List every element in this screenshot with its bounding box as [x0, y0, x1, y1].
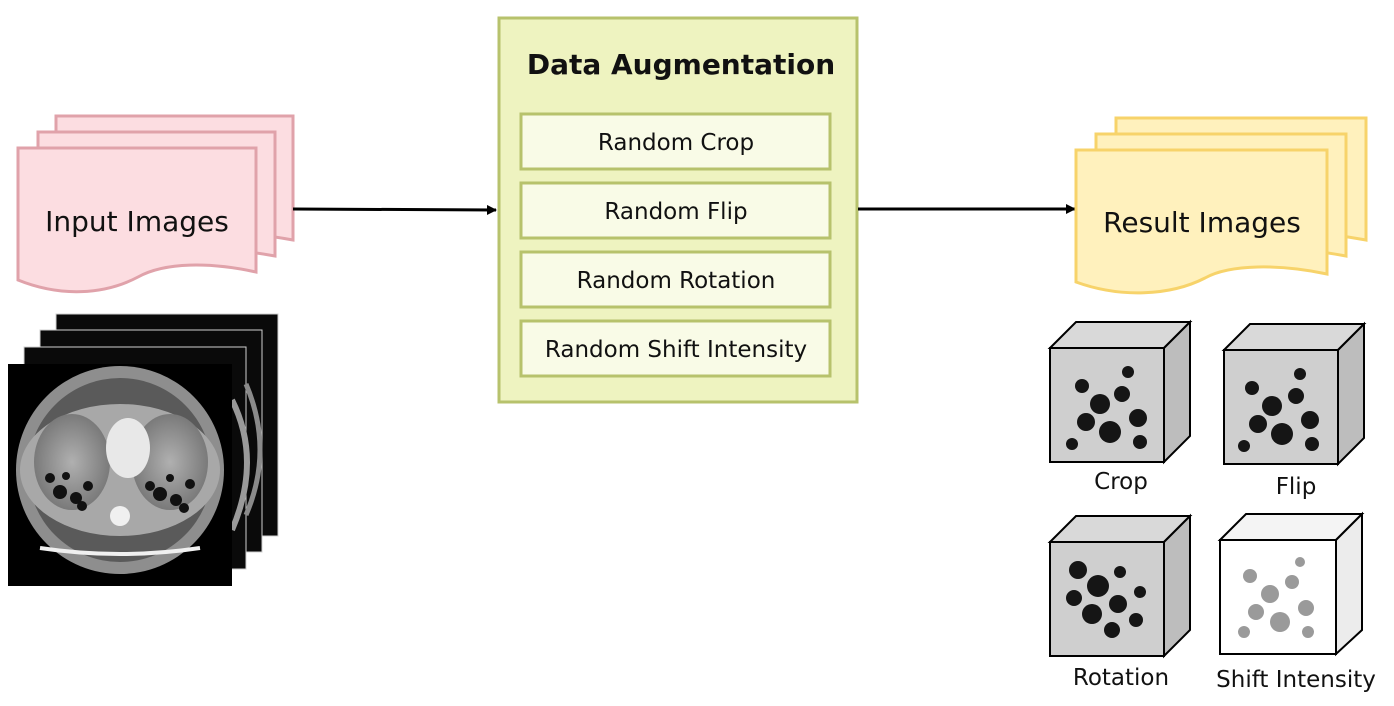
step-random-shift-intensity-label: Random Shift Intensity — [545, 337, 807, 363]
step-random-shift-intensity — [519, 319, 832, 378]
result-cube-rotation: Rotation — [1047, 513, 1193, 691]
result-cube-rotation-label: Rotation — [1073, 665, 1169, 691]
ct-slice-stack — [8, 313, 279, 586]
step-random-crop-label: Random Crop — [598, 130, 754, 156]
step-random-flip-label: Random Flip — [604, 199, 747, 225]
result-doc-front — [1074, 148, 1329, 295]
augmentation-title: Data Augmentation — [527, 48, 835, 81]
result-cube-crop: Crop — [1047, 319, 1193, 495]
result-cube-crop-label: Crop — [1094, 469, 1148, 495]
step-random-rotation-label: Random Rotation — [577, 268, 776, 294]
result-images-stack: Result Images — [1074, 116, 1368, 295]
input-doc-front — [16, 146, 258, 294]
result-cube-flip-label: Flip — [1276, 474, 1317, 500]
ct-scan-image — [16, 366, 224, 574]
result-images-label: Result Images — [1103, 206, 1301, 239]
step-random-rotation — [519, 250, 832, 309]
result-cube-shift-intensity-label: Shift Intensity — [1216, 667, 1376, 693]
input-images-label: Input Images — [45, 205, 229, 238]
augmentation-panel: Data Augmentation Random Crop Random Fli… — [497, 16, 859, 404]
result-cube-flip: Flip — [1221, 321, 1367, 500]
result-cube-shift-intensity: Shift Intensity — [1216, 511, 1376, 693]
step-random-crop — [519, 112, 832, 171]
step-random-flip — [519, 181, 832, 240]
arrow-input-to-augmentation — [292, 204, 497, 215]
input-images-stack: Input Images — [16, 114, 295, 294]
